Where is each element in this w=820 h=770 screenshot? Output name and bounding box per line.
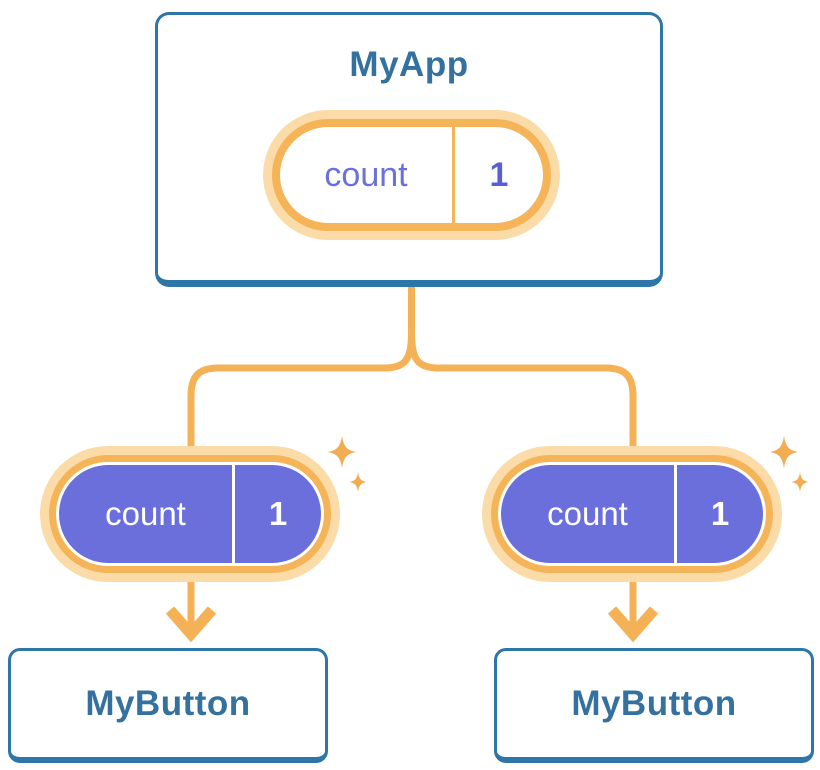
- state-label: count: [280, 127, 455, 223]
- prop-pill-left: count 1: [40, 446, 340, 582]
- component-card-mybutton-right: MyButton: [494, 648, 814, 763]
- component-title: MyButton: [85, 684, 251, 723]
- prop-label: count: [501, 465, 677, 563]
- prop-pill-body: count 1: [59, 465, 321, 563]
- component-card-myapp: MyApp count 1: [155, 12, 663, 287]
- prop-label: count: [59, 465, 235, 563]
- state-pill: count 1: [263, 110, 560, 240]
- state-value: 1: [489, 155, 509, 194]
- prop-value: 1: [710, 495, 730, 532]
- prop-pill-body: count 1: [501, 465, 763, 563]
- prop-pill-ring: count 1: [491, 455, 773, 573]
- arrow-down-icon-left: [165, 606, 217, 643]
- tree-connector-right: [408, 287, 637, 450]
- arrow-down-icon-right: [607, 606, 659, 643]
- component-title: MyApp: [349, 45, 469, 84]
- tree-connector-left: [187, 287, 415, 450]
- component-card-mybutton-left: MyButton: [8, 648, 328, 763]
- sparkle-icon-right: [770, 435, 809, 492]
- prop-pill-right: count 1: [482, 446, 782, 582]
- prop-value: 1: [268, 495, 288, 532]
- component-title: MyButton: [571, 684, 737, 723]
- prop-pill-ring: count 1: [49, 455, 331, 573]
- state-pill-ring: count 1: [272, 119, 551, 231]
- sparkle-icon-left: [328, 435, 367, 492]
